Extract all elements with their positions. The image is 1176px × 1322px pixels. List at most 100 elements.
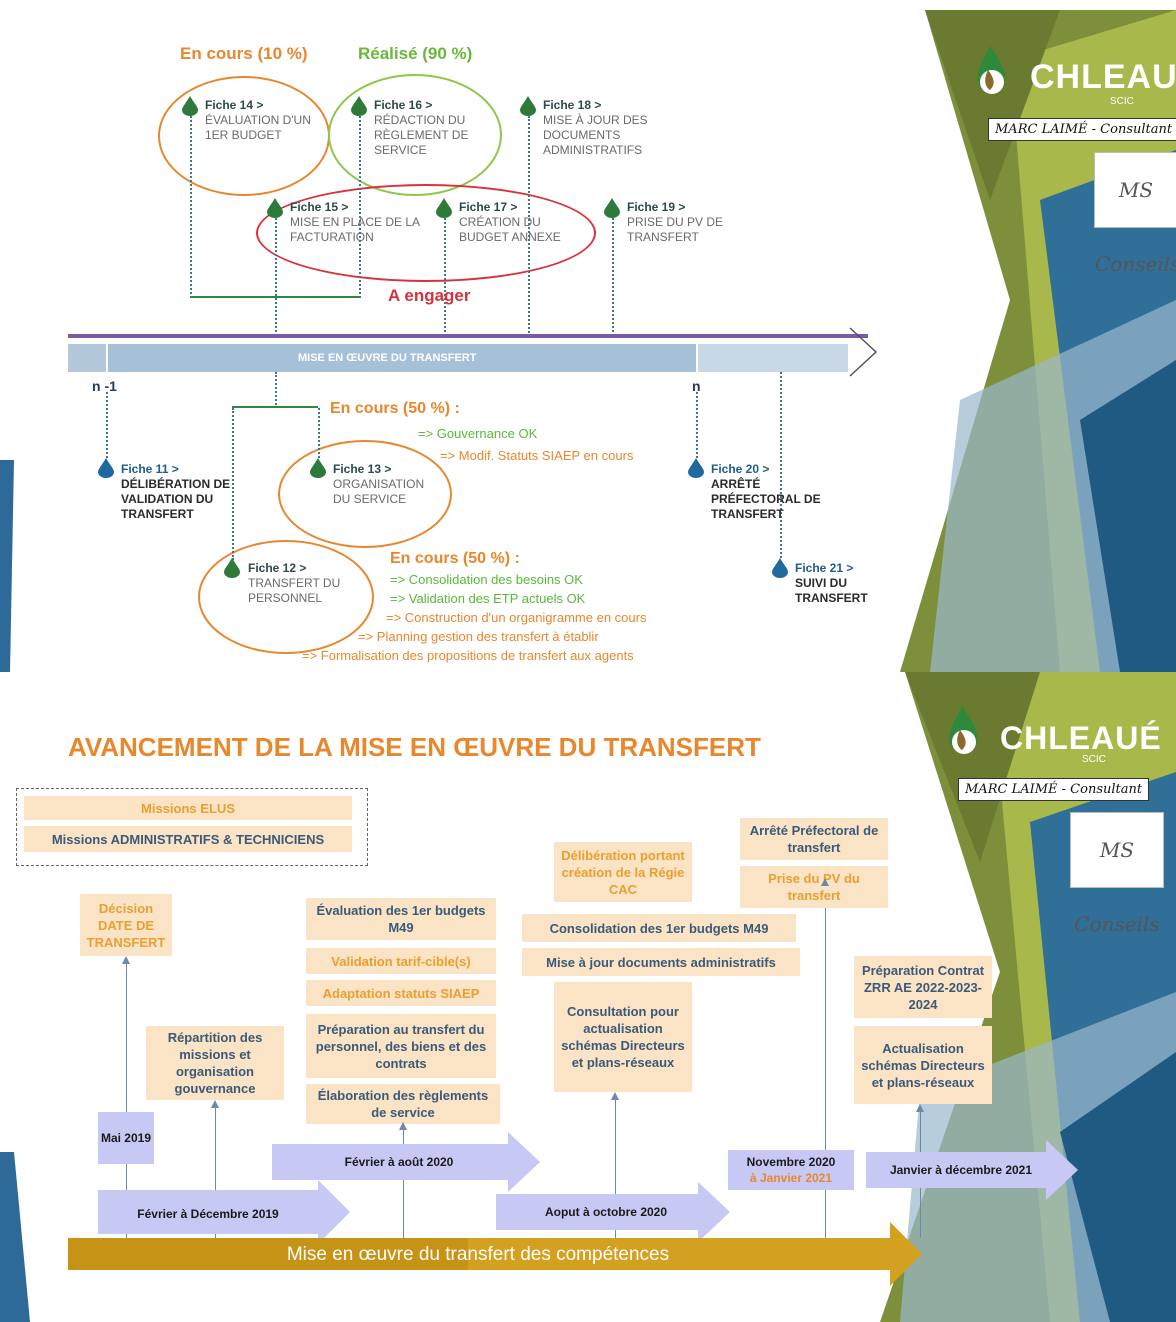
ellipse-fiche13 bbox=[278, 440, 452, 548]
fiche-description: ARRÊTÉ PRÉFECTORAL DE TRANSFERT bbox=[711, 477, 821, 521]
arrowheads bbox=[122, 878, 924, 1130]
box-contrat-zrr: Préparation Contrat ZRR AE 2022-2023-202… bbox=[854, 956, 992, 1018]
brand-logo: CHLEAUÉ bbox=[1000, 720, 1162, 756]
box-mise-a-jour: Mise à jour documents administratifs bbox=[522, 948, 800, 976]
consultant-label: MARC LAIMÉ - Consultant bbox=[958, 778, 1150, 801]
block-b-line2: => Validation des ETP actuels OK bbox=[390, 591, 586, 606]
fiche-16: Fiche 16 > RÉDACTION DU RÈGLEMENT DE SER… bbox=[374, 98, 484, 158]
legend bbox=[16, 788, 368, 866]
marker-n: n bbox=[692, 378, 701, 394]
fiche-title: Fiche 21 > bbox=[795, 561, 854, 575]
drop-green-icon bbox=[604, 198, 620, 218]
legend-elus: Missions ELUS bbox=[24, 796, 352, 820]
period-janv-2021: à Janvier 2021 bbox=[749, 1170, 833, 1185]
fiche-15: Fiche 15 > MISE EN PLACE DE LA FACTURATI… bbox=[290, 200, 420, 245]
bracket-top bbox=[190, 296, 360, 298]
drop-green-icon bbox=[182, 96, 198, 116]
fiche-title: Fiche 17 > bbox=[459, 200, 518, 214]
box-evaluation: Évaluation des 1er budgets M49 bbox=[306, 898, 496, 940]
box-actualisation: Actualisation schémas Directeurs et plan… bbox=[854, 1026, 992, 1104]
brand-sub: SCIC bbox=[1082, 754, 1106, 765]
water-drop-logo-icon bbox=[977, 46, 1006, 94]
period-janv-dec-2021: Janvier à décembre 2021 bbox=[889, 1162, 1033, 1177]
fiche-description: DÉLIBÉRATION DE VALIDATION DU TRANSFERT bbox=[121, 477, 231, 521]
connector-line bbox=[215, 1102, 216, 1238]
drop-green-icon bbox=[351, 96, 367, 116]
connector-line bbox=[126, 958, 127, 1238]
fiche-description: ORGANISATION DU SERVICE bbox=[333, 477, 425, 506]
block-b-title: En cours (50 %) : bbox=[390, 550, 520, 567]
box-adaptation: Adaptation statuts SIAEP bbox=[306, 980, 496, 1006]
box-validation: Validation tarif-cible(s) bbox=[306, 948, 496, 974]
drop-green-icon bbox=[310, 458, 326, 478]
connector-f15 bbox=[275, 218, 277, 336]
drop-green-icon bbox=[224, 558, 240, 578]
marker-n-minus-1: n -1 bbox=[92, 378, 117, 394]
brand-logo: CHLEAUÉ bbox=[1030, 58, 1176, 96]
fiche-title: Fiche 13 > bbox=[333, 462, 392, 476]
connector-f12 bbox=[232, 408, 234, 560]
block-b-line1: => Consolidation des besoins OK bbox=[390, 572, 583, 587]
connector-f14 bbox=[190, 116, 192, 298]
fiche-title: Fiche 14 > bbox=[205, 98, 264, 112]
fiche-17: Fiche 17 > CRÉATION DU BUDGET ANNEXE bbox=[459, 200, 584, 245]
timeline-label: MISE EN ŒUVRE DU TRANSFERT bbox=[298, 352, 477, 364]
connector-f20 bbox=[696, 392, 698, 458]
box-deliberation: Délibération portant création de la Régi… bbox=[554, 842, 692, 902]
brand-sub: SCIC bbox=[1110, 96, 1134, 107]
status-to-start: A engager bbox=[388, 286, 471, 305]
connector-line bbox=[615, 1094, 616, 1238]
bracket-bottom bbox=[232, 406, 318, 408]
box-repartition: Répartition des missions et organisation… bbox=[146, 1026, 284, 1100]
main-arrow-label: Mise en œuvre du transfert des compétenc… bbox=[286, 1244, 670, 1265]
drop-green-icon bbox=[267, 198, 283, 218]
fiche-19: Fiche 19 > PRISE DU PV DE TRANSFERT bbox=[627, 200, 747, 245]
connector-f13-top bbox=[275, 372, 277, 408]
fiche-description: TRANSFERT DU PERSONNEL bbox=[248, 576, 341, 605]
fiche-title: Fiche 19 > bbox=[627, 200, 686, 214]
fiche-title: Fiche 18 > bbox=[543, 98, 602, 112]
connector-f16 bbox=[359, 116, 361, 298]
connector-f11 bbox=[106, 392, 108, 458]
fiche-14: Fiche 14 > ÉVALUATION D'UN 1ER BUDGET bbox=[205, 98, 320, 143]
block-a-line2: => Modif. Statuts SIAEP en cours bbox=[440, 448, 634, 463]
drop-green-icon bbox=[436, 198, 452, 218]
ms-conseils-logo: MS Conseils bbox=[1094, 152, 1176, 276]
fiche-title: Fiche 11 > bbox=[121, 462, 179, 476]
fiche-18: Fiche 18 > MISE À JOUR DES DOCUMENTS ADM… bbox=[543, 98, 663, 158]
fiche-title: Fiche 12 > bbox=[248, 561, 307, 575]
box-consultation: Consultation pour actualisation schémas … bbox=[554, 982, 692, 1092]
fiche-description: ÉVALUATION D'UN 1ER BUDGET bbox=[205, 113, 311, 142]
slide-title: AVANCEMENT DE LA MISE EN ŒUVRE DU TRANSF… bbox=[68, 732, 761, 762]
block-a-line1: => Gouvernance OK bbox=[418, 426, 538, 441]
ms-conseils-logo: MS Conseils bbox=[1070, 812, 1164, 936]
box-preparation: Préparation au transfert du personnel, d… bbox=[306, 1014, 496, 1078]
water-drop-logo-icon bbox=[949, 706, 978, 754]
legend-admin: Missions ADMINISTRATIFS & TECHNICIENS bbox=[24, 826, 352, 852]
fiche-description: SUIVI DU TRANSFERT bbox=[795, 576, 868, 605]
box-elaboration: Élaboration des règlements de service bbox=[306, 1084, 500, 1124]
fiche-description: CRÉATION DU BUDGET ANNEXE bbox=[459, 215, 561, 244]
period-arrows bbox=[68, 1112, 1078, 1286]
block-b-line5: => Formalisation des propositions de tra… bbox=[302, 648, 634, 663]
fiche-description: PRISE DU PV DE TRANSFERT bbox=[627, 215, 724, 244]
slide-transfer-progress: CHLEAUÉ SCIC MARC LAIMÉ - Consultant MS … bbox=[0, 672, 1176, 1322]
block-b-line4: => Planning gestion des transfert à étab… bbox=[358, 629, 599, 644]
connector-line bbox=[403, 1124, 404, 1238]
period-nov-2020: Novembre 2020 bbox=[746, 1154, 836, 1169]
drop-blue-icon bbox=[688, 458, 704, 478]
period-fev-aout-2020: Février à août 2020 bbox=[344, 1154, 454, 1169]
fiche-description: RÉDACTION DU RÈGLEMENT DE SERVICE bbox=[374, 113, 469, 157]
period-aout-oct-2020: Aoput à octobre 2020 bbox=[544, 1204, 668, 1219]
fiche-title: Fiche 15 > bbox=[290, 200, 349, 214]
block-b-line3: => Construction d'un organigramme en cou… bbox=[386, 610, 647, 625]
block-a-title: En cours (50 %) : bbox=[330, 400, 460, 417]
slide-transfer-timeline: CHLEAUÉ SCIC MARC LAIMÉ - Consultant MS … bbox=[0, 10, 1176, 672]
connector-f13 bbox=[318, 408, 320, 458]
period-fev-dec-2019: Février à Décembre 2019 bbox=[137, 1206, 279, 1221]
drop-blue-icon bbox=[772, 558, 788, 578]
connector-line bbox=[825, 880, 826, 1238]
box-arrete: Arrêté Préfectoral de transfert bbox=[740, 818, 888, 860]
fiche-12: Fiche 12 > TRANSFERT DU PERSONNEL bbox=[248, 561, 358, 606]
status-in-progress-10: En cours (10 %) bbox=[180, 44, 308, 63]
